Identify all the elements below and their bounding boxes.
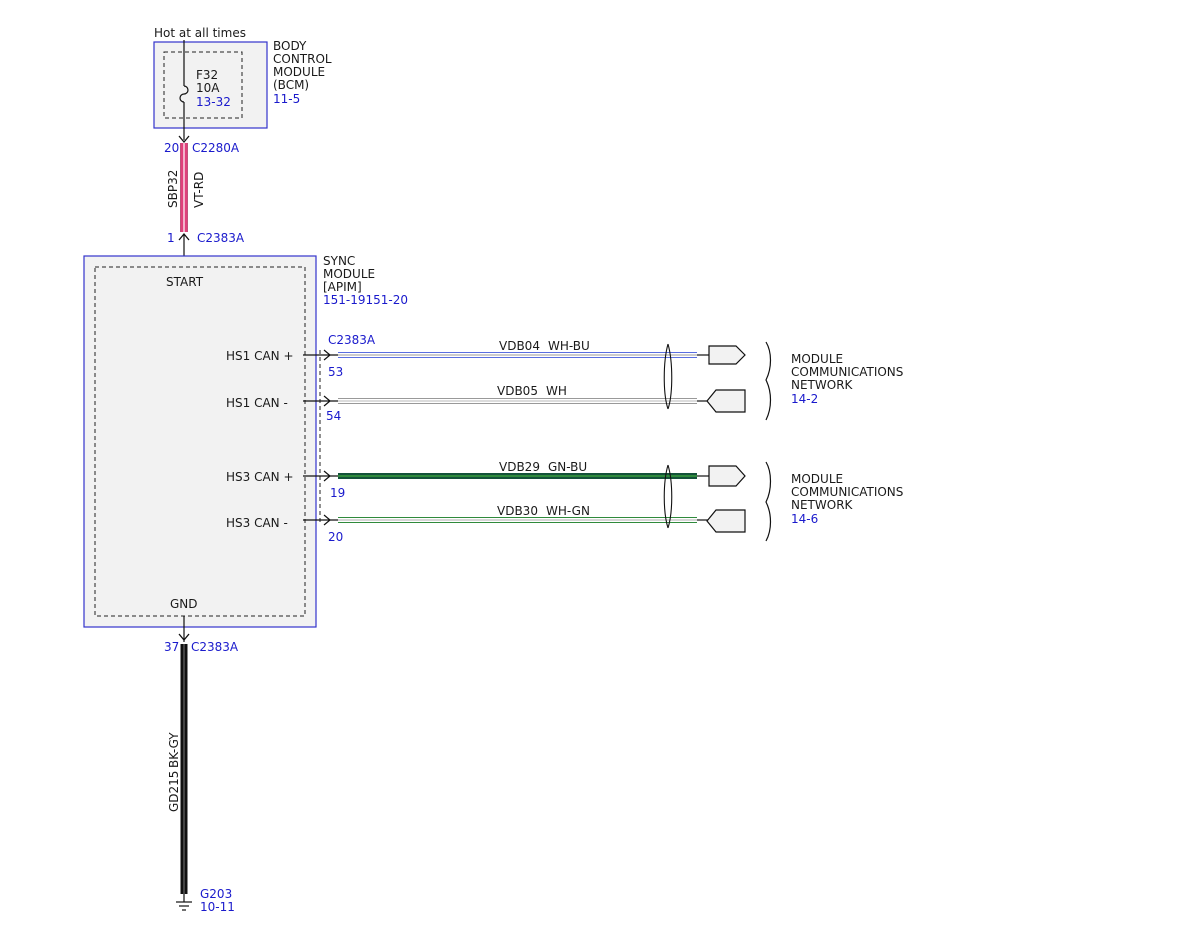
hs3-can-minus-label: HS3 CAN - [226, 516, 288, 530]
c2383a-start-pin: 1 [167, 231, 175, 245]
c2383a-start-label: C2383A [197, 231, 245, 245]
network-hs3-label: MODULE COMMUNICATIONS NETWORK [791, 472, 903, 512]
svg-text:[APIM]: [APIM] [323, 280, 362, 294]
svg-text:CONTROL: CONTROL [273, 52, 332, 66]
svg-text:MODULE: MODULE [791, 472, 843, 486]
brace-icon-hs3 [765, 461, 772, 542]
terminal-in-icon-vdb05 [706, 389, 746, 413]
gnd-label: GND [170, 597, 198, 611]
svg-text:NETWORK: NETWORK [791, 378, 854, 392]
wire-vdb05 [338, 398, 709, 404]
wire-vdb30 [338, 517, 709, 523]
sync-inner-dashed-box [94, 266, 306, 617]
vdb30-circuit: VDB30 [497, 504, 538, 518]
vdb05-color: WH [546, 384, 567, 398]
brace-icon-hs1 [765, 341, 772, 421]
bcm-inner-dashed-box [163, 51, 243, 119]
network-hs1-label: MODULE COMMUNICATIONS NETWORK [791, 352, 903, 392]
ground-icon [176, 894, 192, 911]
svg-text:BODY: BODY [273, 39, 307, 53]
svg-text:MODULE: MODULE [273, 65, 325, 79]
vdb29-color: GN-BU [548, 460, 587, 474]
terminal-out-icon-vdb29 [708, 465, 746, 487]
hs1-can-plus-label: HS1 CAN + [226, 349, 294, 363]
pin-19: 19 [330, 486, 345, 500]
sync-name: SYNC MODULE [APIM] [323, 254, 375, 294]
hs1-can-minus-label: HS1 CAN - [226, 396, 288, 410]
fuse-icon [179, 85, 189, 103]
svg-text:MODULE: MODULE [323, 267, 375, 281]
sbp32-color-label: VT-RD [192, 172, 206, 208]
connector-c2280a-icon [178, 135, 190, 144]
pin-20: 20 [328, 530, 343, 544]
c2280a-label: C2280A [192, 141, 240, 155]
network-hs3-ref: 14-6 [791, 512, 818, 526]
fuse-id: F32 [196, 68, 218, 82]
hs3-can-plus-label: HS3 CAN + [226, 470, 294, 484]
terminal-in-icon-vdb30 [706, 509, 746, 533]
vdb30-color: WH-GN [546, 504, 590, 518]
bcm-module-box [153, 41, 268, 129]
can-leads [303, 349, 338, 526]
power-label: Hot at all times [154, 26, 246, 40]
c2280a-pin: 20 [164, 141, 179, 155]
ground-id: G203 [200, 887, 232, 901]
svg-text:COMMUNICATIONS: COMMUNICATIONS [791, 365, 903, 379]
sync-module-box [83, 255, 317, 628]
gnd-pin: 37 [164, 640, 179, 654]
fuse-ref: 13-32 [196, 95, 231, 109]
gd215-color-label: BK-GY [167, 732, 181, 768]
twisted-pair-icon-hs1 [663, 343, 673, 410]
gd215-circuit-label: GD215 [167, 771, 181, 812]
connector-c2383a-gnd-icon [178, 633, 190, 642]
pin-53: 53 [328, 365, 343, 379]
network-hs1-ref: 14-2 [791, 392, 818, 406]
can-connector-label: C2383A [328, 333, 376, 347]
terminal-out-icon-vdb04 [708, 345, 746, 365]
start-label: START [166, 275, 204, 289]
fuse-rating: 10A [196, 81, 220, 95]
ground-ref: 10-11 [200, 900, 235, 914]
sbp32-wire [180, 143, 188, 232]
svg-text:COMMUNICATIONS: COMMUNICATIONS [791, 485, 903, 499]
vdb29-circuit: VDB29 [499, 460, 540, 474]
svg-text:SYNC: SYNC [323, 254, 355, 268]
bcm-ref: 11-5 [273, 92, 300, 106]
vdb05-circuit: VDB05 [497, 384, 538, 398]
pin-54: 54 [326, 409, 341, 423]
svg-text:NETWORK: NETWORK [791, 498, 854, 512]
sync-ref: 151-19151-20 [323, 293, 408, 307]
svg-text:MODULE: MODULE [791, 352, 843, 366]
gnd-connector-label: C2383A [191, 640, 239, 654]
vdb04-color: WH-BU [548, 339, 590, 353]
sbp32-circuit-label: SBP32 [166, 170, 180, 208]
svg-text:(BCM): (BCM) [273, 78, 309, 92]
wire-vdb04 [338, 352, 709, 358]
twisted-pair-icon-hs3 [663, 464, 673, 529]
vdb04-circuit: VDB04 [499, 339, 540, 353]
bcm-name: BODY CONTROL MODULE (BCM) [273, 39, 332, 92]
